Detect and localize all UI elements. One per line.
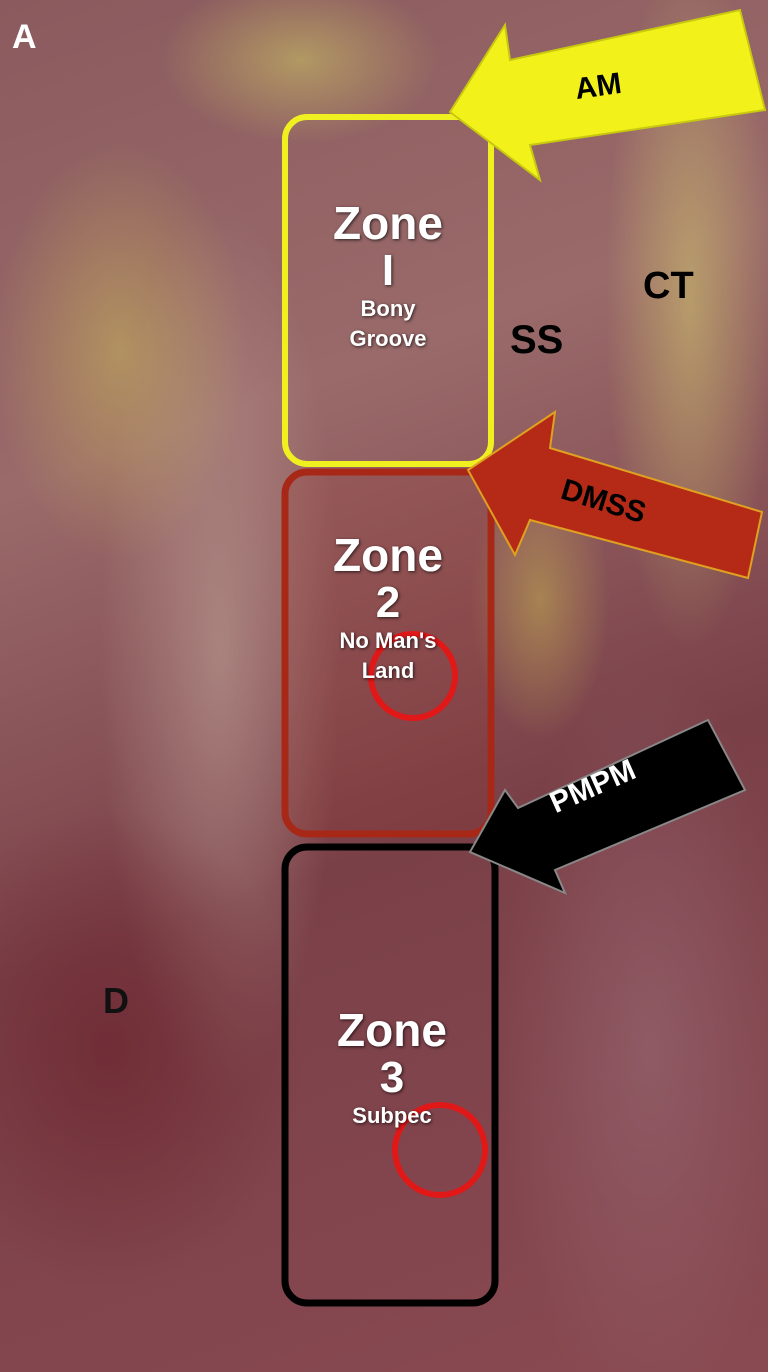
pmpm-arrow — [468, 718, 747, 895]
zone-1-subtitle-1: Bony — [360, 296, 416, 321]
zone-1-box — [282, 114, 494, 467]
zone-1-title: Zone — [333, 197, 443, 249]
am-arrow-label: AM — [572, 66, 624, 107]
panel-label: A — [12, 18, 37, 56]
red-circle-zone-2 — [368, 631, 458, 721]
zone-2-title: Zone — [333, 529, 443, 581]
label-d: D — [103, 980, 129, 1021]
zone-3-number: 3 — [379, 1053, 405, 1102]
zone-2-number: 2 — [375, 578, 401, 627]
zone-2-box — [281, 468, 495, 838]
zone-3-text: Zone 3 Subpec — [287, 1005, 497, 1131]
zone-1-subtitle-2: Groove — [349, 326, 427, 351]
zone-2-subtitle-2: Land — [361, 658, 415, 683]
label-ct: CT — [643, 265, 694, 307]
zone-2-text: Zone 2 No Man's Land — [285, 530, 491, 686]
red-circle-zone-3 — [392, 1102, 488, 1198]
zone-1-text: Zone I Bony Groove — [285, 198, 491, 354]
zone-3-title: Zone — [337, 1004, 447, 1056]
zone-2-subtitle-1: No Man's — [339, 628, 437, 653]
zone-3-subtitle-1: Subpec — [352, 1103, 432, 1128]
zone-3-box — [281, 843, 499, 1307]
am-arrow — [448, 8, 767, 183]
label-ss: SS — [510, 318, 564, 362]
dmss-arrow — [466, 409, 764, 580]
zone-1-number: I — [381, 246, 395, 295]
